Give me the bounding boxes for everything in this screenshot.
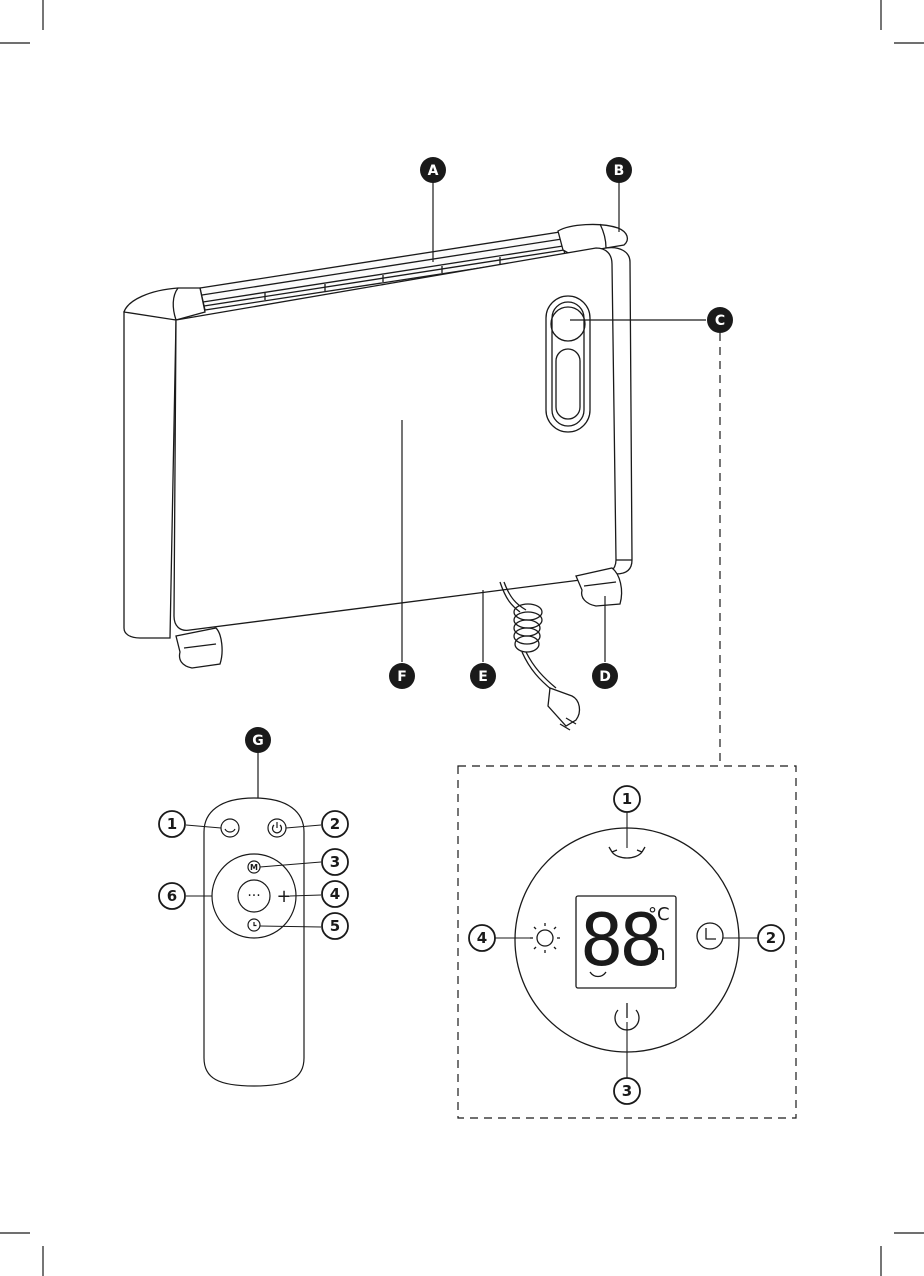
remote-marker-2: 2 [322,811,348,837]
remote-body [204,798,304,1086]
lcd-unit-temp: °C [648,904,670,925]
svg-text:6: 6 [167,887,177,905]
lcd-unit-hours: h [652,941,666,966]
svg-text:3: 3 [330,853,340,871]
svg-text:4: 4 [330,885,340,903]
remote-marker-6: 6 [159,883,185,909]
power-cable [500,582,579,730]
remote-marker-3: 3 [322,849,348,875]
svg-text:5: 5 [330,917,340,935]
remote-control [204,798,304,1086]
remote-marker-4: 4 [322,881,348,907]
svg-text:F: F [397,669,407,685]
svg-text:A: A [428,163,439,179]
svg-text:2: 2 [766,929,776,947]
svg-text:B: B [614,163,625,179]
callout-g: G [245,727,271,753]
remote-marker-5: 5 [322,913,348,939]
callout-f: F [389,663,415,689]
svg-text:3: 3 [622,1082,632,1100]
callout-c: C [707,307,733,333]
svg-text:E: E [478,669,488,685]
svg-text:D: D [599,669,611,685]
svg-text:G: G [252,733,264,749]
left-foot [176,628,222,668]
panel-marker-3: 3 [614,1078,640,1104]
callout-e: E [470,663,496,689]
plug [548,688,579,726]
lcd-digits: 88 [580,898,659,982]
remote-center-label: ··· [247,888,260,904]
panel-marker-1: 1 [614,786,640,812]
svg-text:C: C [715,313,725,329]
heater-body [124,312,176,638]
panel-marker-4: 4 [469,925,495,951]
svg-text:1: 1 [622,790,632,808]
svg-text:4: 4 [477,929,487,947]
heater-illustration [124,224,632,730]
svg-text:1: 1 [167,815,177,833]
callout-d: D [592,663,618,689]
svg-text:2: 2 [330,815,340,833]
panel-marker-2: 2 [758,925,784,951]
remote-mode-label: M [250,863,258,872]
remote-marker-1: 1 [159,811,185,837]
remote-plus-label: + [276,886,291,907]
callout-b: B [606,157,632,183]
callout-a: A [420,157,446,183]
